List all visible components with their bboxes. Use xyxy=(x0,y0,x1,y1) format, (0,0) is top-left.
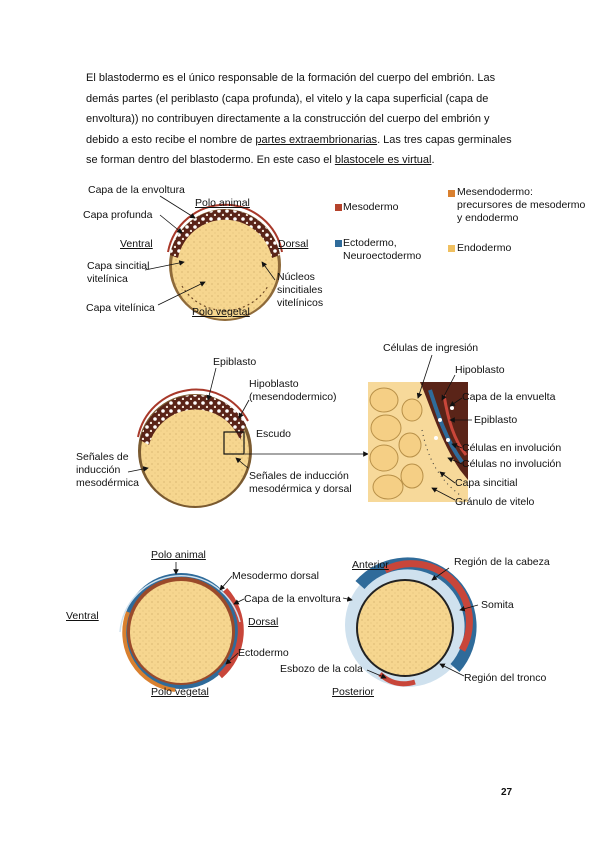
label-polo-vegetal-3: Polo vegetal xyxy=(151,686,209,698)
paragraph-text-1: El blastodermo es el único responsable d… xyxy=(86,72,496,146)
label-capa-vitelinica: Capa vitelínica xyxy=(86,302,155,314)
label-somita: Somita xyxy=(481,599,514,611)
paragraph-text-3: . xyxy=(431,154,435,166)
fig1-blastula xyxy=(167,203,283,321)
label-capa-sincitial-detail: Capa sincitial xyxy=(455,477,518,489)
label-nucleos: Núcleos sincitiales vitelínicos xyxy=(277,271,324,309)
legend-swatch-endodermo xyxy=(448,245,455,252)
legend-mesendodermo: Mesendodermo: precursores de mesodermo y… xyxy=(457,186,586,224)
page-number: 27 xyxy=(501,787,513,798)
body-paragraph: El blastodermo es el único responsable d… xyxy=(86,68,516,171)
label-polo-animal: Polo animal xyxy=(195,197,250,209)
label-dorsal-3: Dorsal xyxy=(248,616,279,628)
label-celulas-involucion: Células en involución xyxy=(462,442,562,454)
label-escudo: Escudo xyxy=(256,428,292,440)
legend-mesodermo: Mesodermo xyxy=(343,201,399,213)
label-mesodermo-dorsal: Mesodermo dorsal xyxy=(232,570,319,582)
label-region-cabeza: Región de la cabeza xyxy=(454,556,550,568)
label-ectodermo-3: Ectodermo xyxy=(238,647,289,659)
fig3-somite-embryo xyxy=(345,557,477,687)
label-celulas-ingresion: Células de ingresión xyxy=(383,342,479,354)
legend-ectodermo: Ectodermo, Neuroectodermo xyxy=(343,237,422,262)
legend-swatch-ectodermo xyxy=(335,240,342,247)
underlined-term-blastocele: blastocele es virtual xyxy=(334,154,432,166)
label-granulo-vitelo: Gránulo de vitelo xyxy=(455,496,535,508)
label-senales-mesodermica: Señales de inducción mesodérmica xyxy=(76,451,140,489)
fig2-detail-panel xyxy=(368,382,468,502)
label-polo-vegetal: Polo vegetal xyxy=(192,306,250,318)
label-posterior: Posterior xyxy=(332,686,375,698)
fig3-gastrula xyxy=(119,573,244,692)
label-esbozo-cola: Esbozo de la cola xyxy=(280,663,363,675)
label-capa-sincitial: Capa sincitial vitelínica xyxy=(87,260,150,285)
label-capa-profunda: Capa profunda xyxy=(83,209,153,221)
underlined-term-extraembrionarias: partes extraembrionarias xyxy=(255,133,378,146)
label-capa-envoltura-3: Capa de la envoltura xyxy=(244,593,341,605)
label-hipoblasto-detail: Hipoblasto xyxy=(455,364,505,376)
label-dorsal: Dorsal xyxy=(278,238,309,250)
label-anterior: Anterior xyxy=(352,559,389,571)
label-capa-envuelta: Capa de la envuelta xyxy=(462,391,556,403)
label-ventral-3: Ventral xyxy=(66,610,99,622)
label-epiblasto: Epiblasto xyxy=(213,356,257,368)
label-ventral: Ventral xyxy=(120,238,153,250)
paragraph-text-2: . Las tres capas germinales se forman de… xyxy=(86,133,512,167)
label-senales-dorsal: Señales de inducción mesodérmica y dorsa… xyxy=(249,470,352,495)
legend-swatch-mesendodermo xyxy=(448,190,455,197)
label-hipoblasto: Hipoblasto (mesendodermico) xyxy=(249,378,337,403)
fig2-shield-embryo xyxy=(137,388,252,508)
label-polo-animal-3: Polo animal xyxy=(151,549,206,561)
label-celulas-no-involucion: Células no involución xyxy=(462,458,562,470)
legend-endodermo: Endodermo xyxy=(457,242,512,254)
label-capa-envoltura: Capa de la envoltura xyxy=(88,184,185,196)
label-epiblasto-detail: Epiblasto xyxy=(474,414,518,426)
label-region-tronco: Región del tronco xyxy=(464,672,547,684)
legend-swatch-mesodermo xyxy=(335,204,342,211)
